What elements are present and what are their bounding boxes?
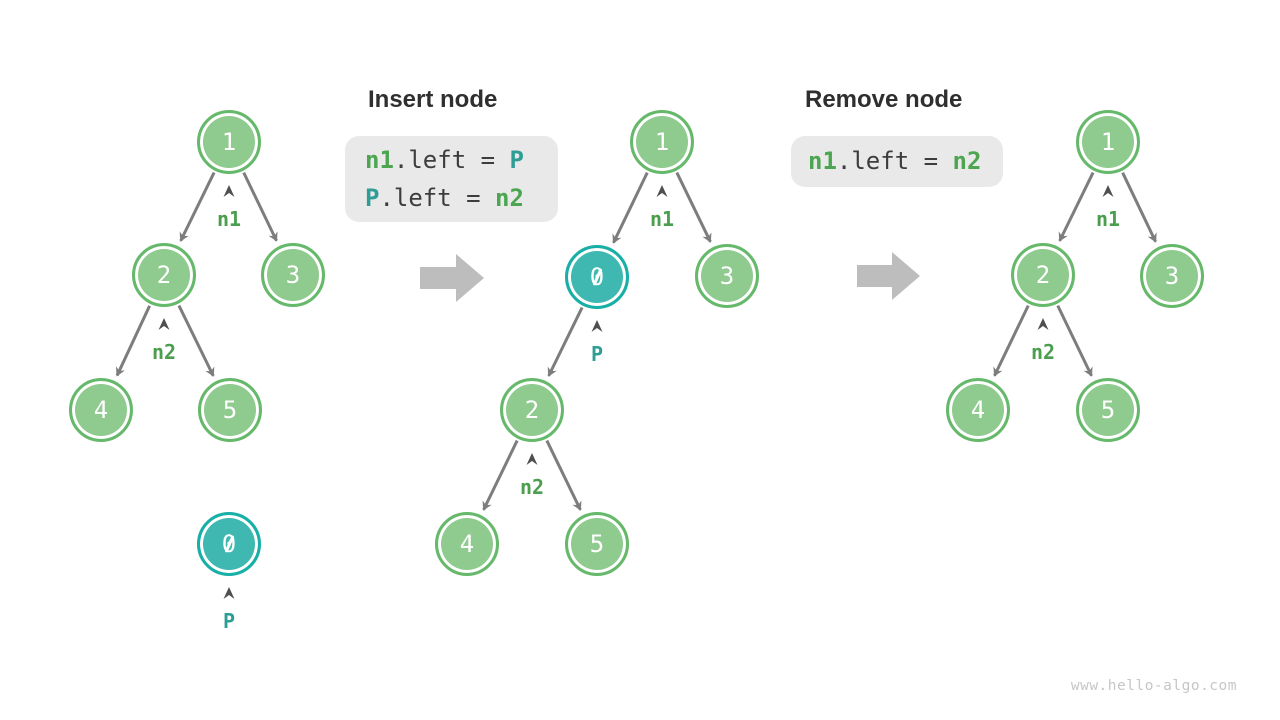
tree-node-5: 5 xyxy=(198,378,262,442)
code-token: .left = xyxy=(379,184,496,212)
pointer-caret-icon xyxy=(223,587,235,599)
transition-arrow-icon xyxy=(420,254,484,302)
tree-node-value: 1 xyxy=(1100,128,1116,156)
pointer-caret-icon xyxy=(526,453,538,465)
tree-node-value: 2 xyxy=(156,261,172,289)
tree-node-3: 3 xyxy=(1140,244,1204,308)
tree-node-3: 3 xyxy=(261,243,325,307)
pointer-caret-icon xyxy=(1037,318,1049,330)
code-token: P xyxy=(365,184,380,212)
code-token: n2 xyxy=(952,147,982,175)
code-line: n1.left = n2 xyxy=(808,142,1003,180)
tree-edge xyxy=(242,171,278,242)
tree-edge xyxy=(547,306,584,377)
remove-code-box: n1.left = n2 xyxy=(791,136,1003,187)
tree-edge xyxy=(179,171,216,242)
tree-node-value: 3 xyxy=(719,262,735,290)
tree-node-5: 5 xyxy=(565,512,629,576)
tree-node-2: 2 xyxy=(1011,243,1075,307)
tree-node-2: 2 xyxy=(500,378,564,442)
code-token: .left = xyxy=(393,146,510,174)
pointer-caret-icon xyxy=(223,185,235,197)
tree-node-value: 5 xyxy=(1100,396,1116,424)
tree-edge xyxy=(482,439,519,511)
tree-node-value: 4 xyxy=(970,396,986,424)
pointer-caret-icon xyxy=(158,318,170,330)
code-line: n1.left = P xyxy=(365,141,558,179)
pointer-caret-icon xyxy=(656,185,668,197)
pointer-label-n2: n2 xyxy=(1030,340,1056,364)
tree-node-value: 2 xyxy=(524,396,540,424)
pointer-label-P: P xyxy=(590,342,604,366)
tree-node-value: 5 xyxy=(222,396,238,424)
code-line: P.left = n2 xyxy=(365,179,558,217)
pointer-label-n1: n1 xyxy=(1095,207,1121,231)
pointer-label-n1: n1 xyxy=(216,207,242,231)
tree-node-4: 4 xyxy=(435,512,499,576)
tree-edge xyxy=(1058,171,1095,242)
pointer-label-P: P xyxy=(222,609,236,633)
tree-node-value: 3 xyxy=(285,261,301,289)
tree-node-1: 1 xyxy=(197,110,261,174)
tree-node-value: 3 xyxy=(1164,262,1180,290)
tree-node-value: 5 xyxy=(589,530,605,558)
tree-node-2: 2 xyxy=(132,243,196,307)
tree-edge xyxy=(993,304,1030,377)
tree-node-0: 0 xyxy=(197,512,261,576)
code-token: n1 xyxy=(365,146,394,174)
pointer-caret-icon xyxy=(1102,185,1114,197)
watermark: www.hello-algo.com xyxy=(1070,678,1237,694)
tree-edge xyxy=(675,171,712,243)
code-token: P xyxy=(509,146,524,174)
tree-node-value: 2 xyxy=(1035,261,1051,289)
tree-node-value: 1 xyxy=(221,128,237,156)
tree-edge xyxy=(1121,172,1157,243)
tree-node-value: 1 xyxy=(654,128,670,156)
code-token: n2 xyxy=(495,184,524,212)
tree-node-1: 1 xyxy=(1076,110,1140,174)
tree-edge xyxy=(177,304,215,377)
tree-edge xyxy=(115,305,151,377)
tree-node-4: 4 xyxy=(946,378,1010,442)
transition-arrow-icon xyxy=(857,252,920,300)
pointer-label-n2: n2 xyxy=(519,475,545,499)
tree-edge xyxy=(612,171,649,244)
tree-edge xyxy=(1056,304,1093,377)
tree-node-5: 5 xyxy=(1076,378,1140,442)
code-token: .left = xyxy=(836,147,953,175)
insert-node-title: Insert node xyxy=(368,86,498,113)
tree-node-value: 4 xyxy=(459,530,475,558)
pointer-label-n1: n1 xyxy=(649,207,675,231)
tree-edge xyxy=(545,439,582,511)
tree-node-4: 4 xyxy=(69,378,133,442)
tree-node-1: 1 xyxy=(630,110,694,174)
remove-node-title: Remove node xyxy=(805,86,963,113)
tree-node-value: 4 xyxy=(93,396,109,424)
pointer-label-n2: n2 xyxy=(151,340,177,364)
code-token: n1 xyxy=(808,147,837,175)
tree-node-0: 0 xyxy=(565,245,629,309)
pointer-caret-icon xyxy=(591,320,603,332)
tree-node-3: 3 xyxy=(695,244,759,308)
